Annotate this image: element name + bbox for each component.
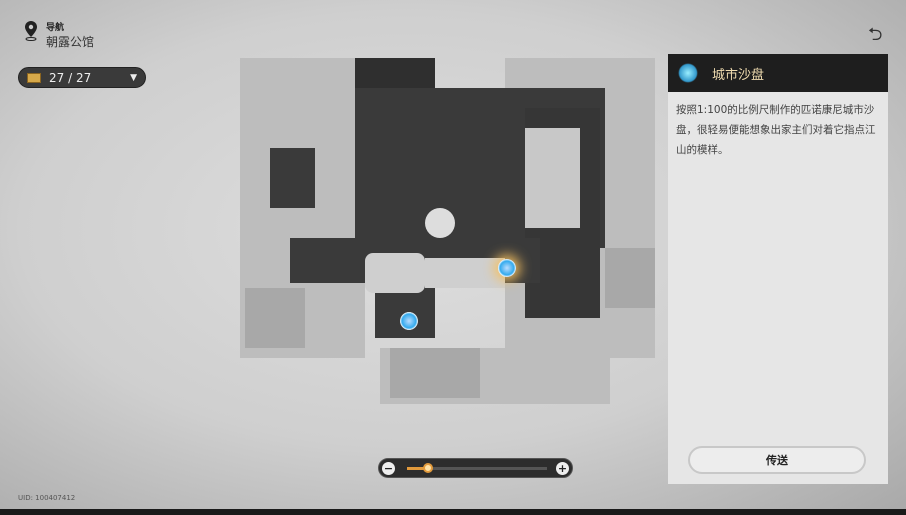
treasure-counter-dropdown[interactable]: 27 / 27 ▼ [18,67,146,88]
bottom-bar [0,509,906,515]
uid-label: UID: 100407412 [18,494,76,502]
sandbox-icon [678,63,698,83]
panel-description: 按照1:100的比例尺制作的匹诺康尼城市沙盘，很轻易便能想象出家主们对着它指点江… [676,104,876,156]
navigation-header: 导航朝露公馆 [24,20,94,50]
map-pin-icon [25,21,37,41]
zoom-out-button[interactable]: − [382,462,395,475]
zoom-fill [407,467,428,470]
nav-label: 导航 [46,23,65,33]
chevron-down-icon: ▼ [130,72,137,83]
teleport-anchor-marker[interactable] [400,312,418,330]
detail-panel: 城市沙盘 按照1:100的比例尺制作的匹诺康尼城市沙盘，很轻易便能想象出家主们对… [668,54,888,484]
return-icon[interactable]: ⮌ [868,24,883,45]
zoom-track[interactable] [407,463,547,473]
panel-header: 城市沙盘 [668,54,888,92]
zoom-in-button[interactable]: + [556,462,569,475]
zoom-handle[interactable] [423,463,433,473]
teleport-button[interactable]: 传送 [688,446,866,474]
zoom-slider[interactable]: − + [378,458,573,478]
location-name: 朝露公馆 [46,35,95,49]
treasure-count: 27 / 27 [49,70,92,85]
panel-title: 城市沙盘 [712,67,765,83]
floor-map[interactable] [225,58,665,406]
treasure-chest-icon [27,72,41,83]
sandbox-waypoint-marker[interactable] [498,259,516,277]
